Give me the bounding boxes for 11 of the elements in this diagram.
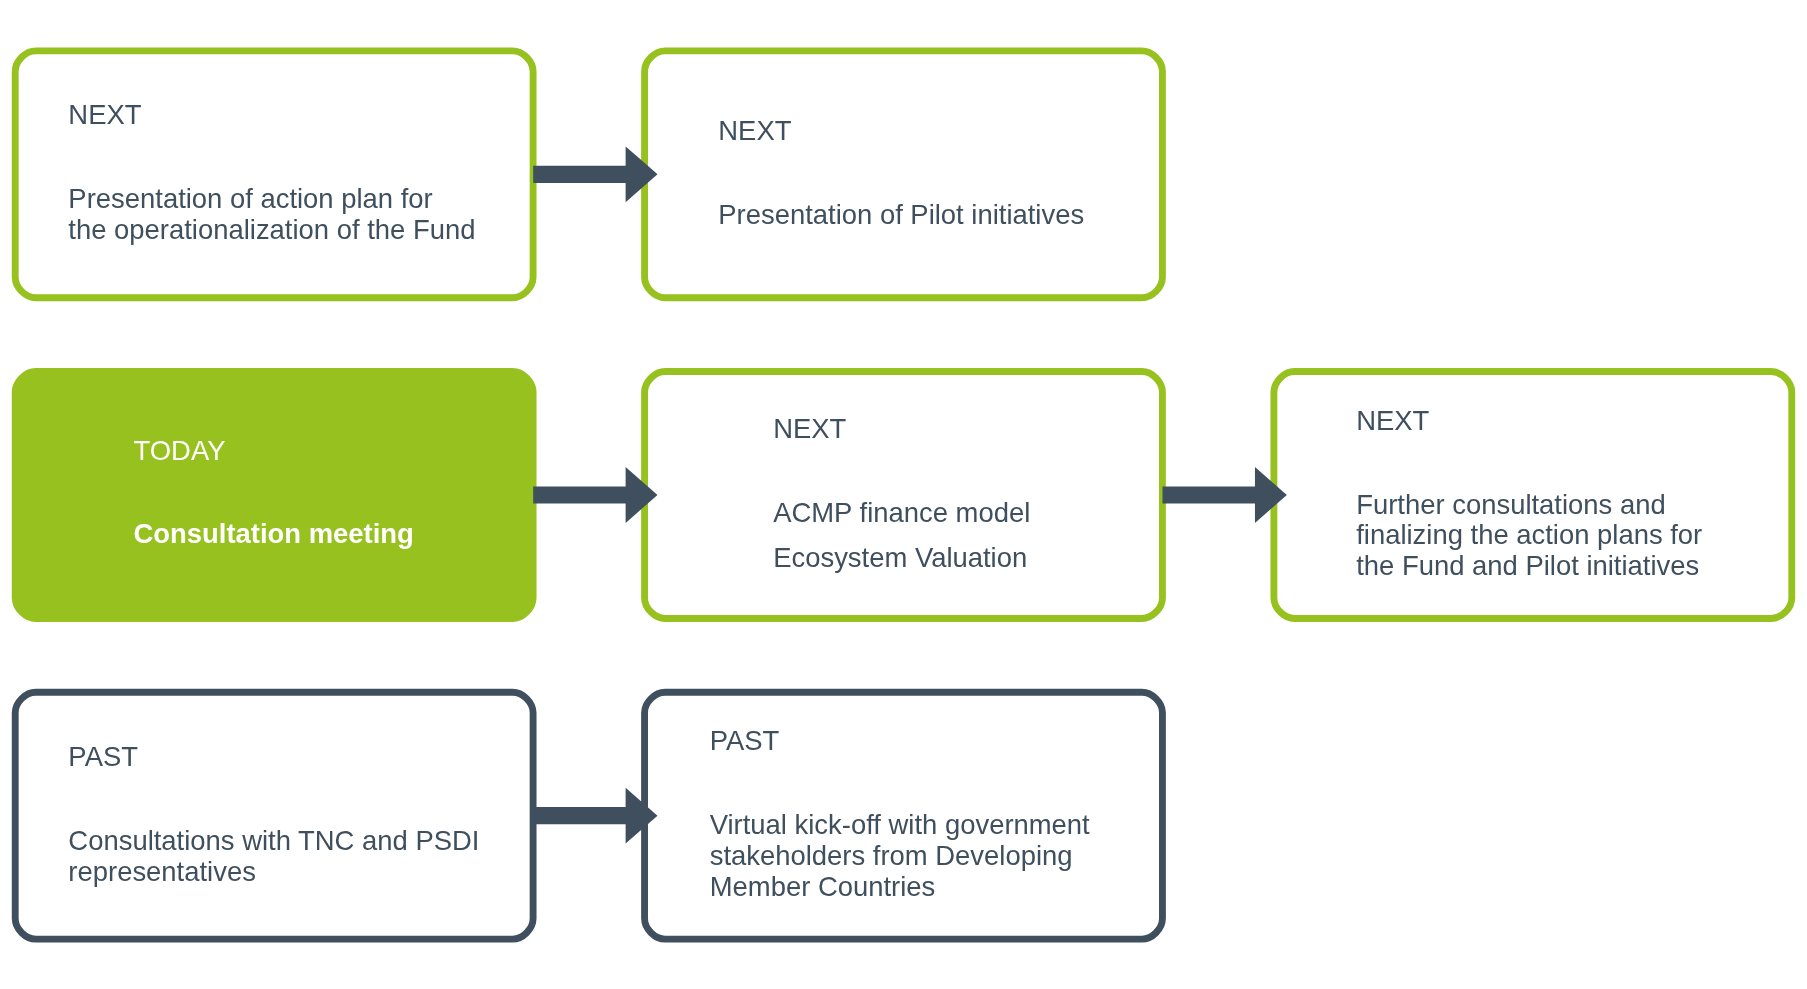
arrow bbox=[533, 787, 658, 844]
node-box: NEXT Presentation of Pilot initiatives bbox=[641, 46, 1166, 301]
node-box: TODAY Consultation meeting bbox=[11, 367, 537, 622]
arrow bbox=[1162, 466, 1287, 523]
arrow bbox=[533, 466, 658, 523]
node-box: PAST Consultations with TNC and PSDI representatives bbox=[11, 688, 537, 943]
node-box: NEXT Further consultations and finalizing the action plans for the Fund and Pilot initiatives bbox=[1270, 367, 1796, 622]
arrow bbox=[533, 145, 658, 202]
node-box: PAST Virtual kick-off with government stakeholders from Developing Member Countries bbox=[641, 688, 1166, 943]
node-box: NEXT ACMP finance model Ecosystem Valuation bbox=[641, 367, 1166, 622]
node-box: NEXT Presentation of action plan for the operationalization of the Fund bbox=[11, 46, 537, 301]
